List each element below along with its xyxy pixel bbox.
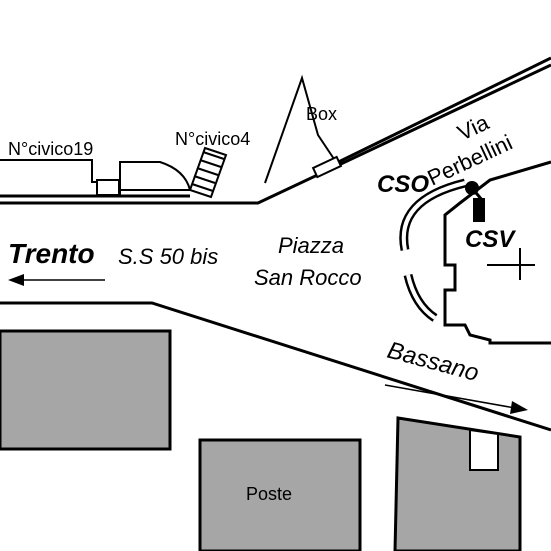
- label-san-rocco: San Rocco: [254, 265, 362, 290]
- cso-wall-arc-lower: [403, 273, 438, 322]
- label-civico4: N°civico4: [175, 129, 250, 149]
- cso-building-outline: [443, 160, 551, 345]
- main-road-lower-edge: [0, 301, 551, 432]
- label-poste: Poste: [246, 484, 292, 504]
- label-box: Box: [306, 104, 337, 124]
- civico19-entrance: [96, 179, 120, 196]
- box-gate: [311, 155, 343, 179]
- trento-arrow-icon: [8, 274, 105, 286]
- building-right-notch: [469, 428, 499, 471]
- building-poste: [198, 438, 362, 551]
- main-road-upper-edge: [0, 63, 551, 205]
- csv-marker-box: [473, 198, 485, 222]
- civico19-annex: [119, 161, 192, 191]
- label-civico19: N°civico19: [8, 139, 93, 159]
- building-right: [393, 416, 522, 551]
- label-csv: CSV: [465, 226, 516, 253]
- via-perbellini-upper-edge: [317, 56, 551, 174]
- label-cso: CSO: [377, 171, 429, 198]
- label-trento: Trento: [8, 238, 95, 269]
- church-cross-icon: [487, 248, 535, 280]
- bassano-arrow-icon: [384, 384, 528, 414]
- label-piazza: Piazza: [278, 233, 344, 258]
- label-bassano: Bassano: [384, 337, 481, 387]
- building-left: [0, 329, 172, 451]
- box-wall: [264, 74, 339, 184]
- civico4-stairs: [188, 146, 228, 199]
- label-ss50bis: S.S 50 bis: [118, 244, 218, 269]
